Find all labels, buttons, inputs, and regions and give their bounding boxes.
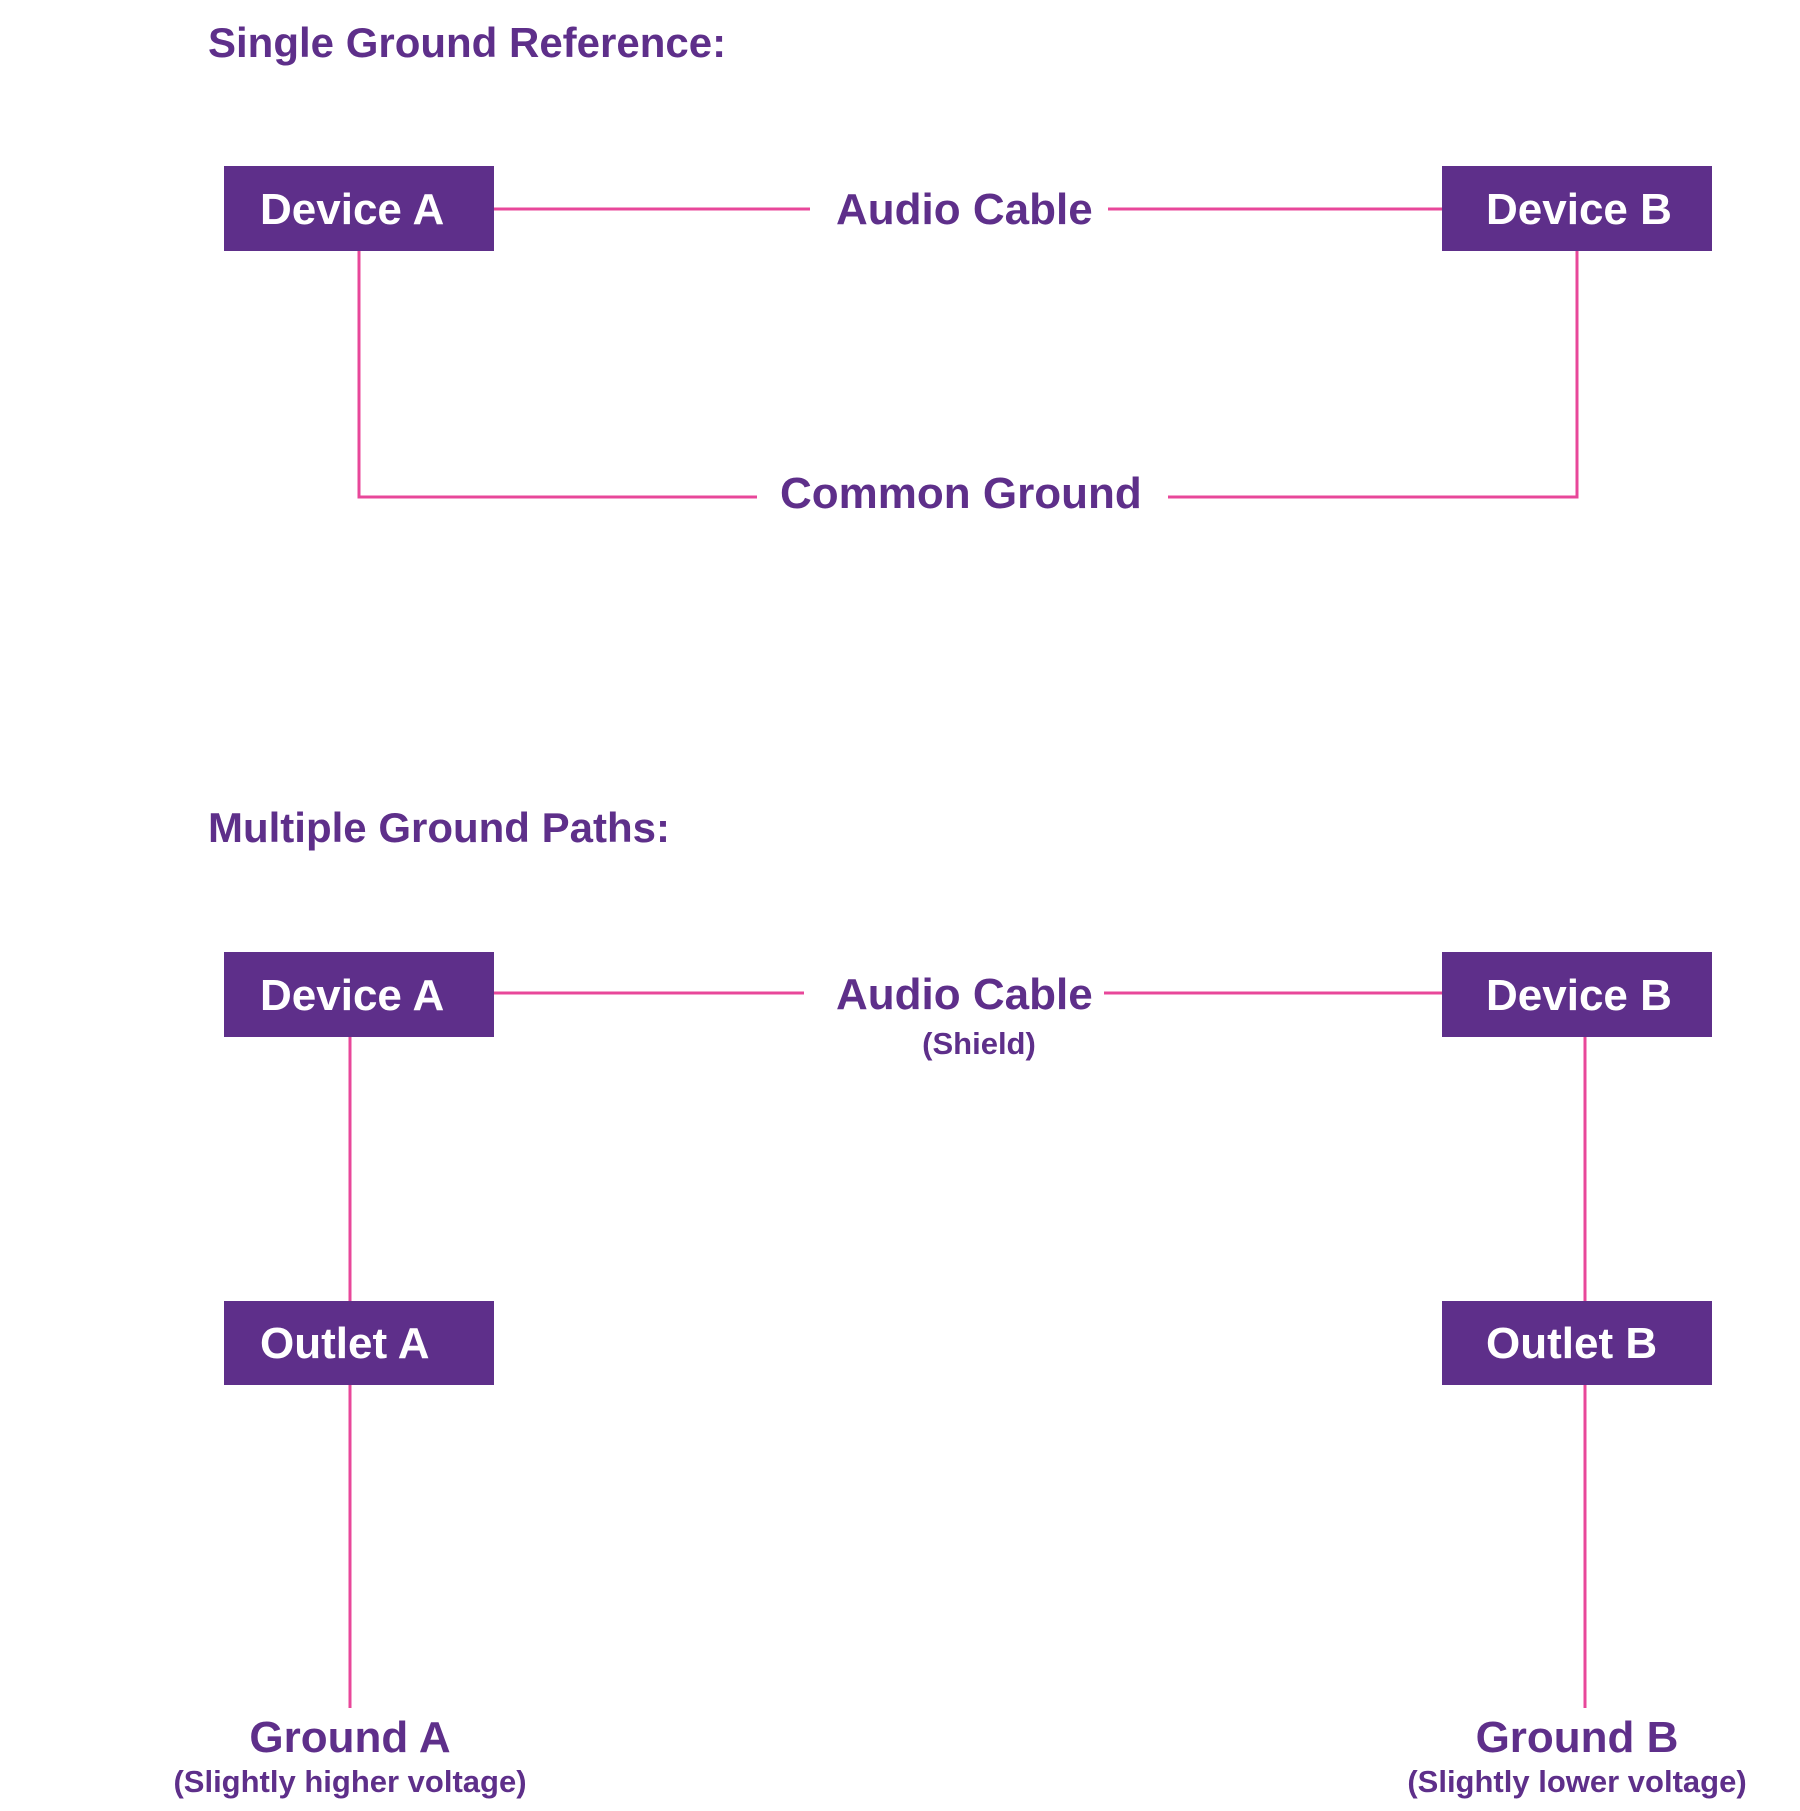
single-audio-cable-label: Audio Cable: [836, 185, 1093, 234]
outlet-b-label: Outlet B: [1486, 1319, 1657, 1368]
ground-b-label: Ground B: [1476, 1713, 1679, 1762]
common-ground-label: Common Ground: [780, 469, 1142, 518]
shield-label: (Shield): [922, 1026, 1036, 1061]
outlet-a-rect: [224, 1301, 494, 1385]
outlet-a-box: Outlet A: [224, 1301, 494, 1385]
outlet-b-box: Outlet B: [1442, 1301, 1712, 1385]
multi-device-a-label: Device A: [260, 971, 444, 1020]
ground-b-voltage-note: (Slightly lower voltage): [1407, 1764, 1746, 1799]
single-ground-line-left: [357, 251, 757, 499]
single-device-a-box: Device A: [224, 166, 494, 251]
single-device-a-rect: [224, 166, 494, 251]
multi-device-b-box: Device B: [1442, 952, 1712, 1037]
single-device-b-label: Device B: [1486, 185, 1672, 234]
multi-device-b-rect: [1442, 952, 1712, 1037]
single-ground-title: Single Ground Reference:: [208, 19, 726, 66]
outlet-a-label: Outlet A: [260, 1319, 429, 1368]
single-ground-section: Single Ground Reference: Device A Device…: [208, 19, 1712, 518]
ground-a-voltage-note: (Slightly higher voltage): [173, 1764, 526, 1799]
single-ground-line-right: [1168, 251, 1579, 499]
outlet-b-rect: [1442, 1301, 1712, 1385]
ground-a-label: Ground A: [249, 1713, 450, 1762]
multi-device-a-rect: [224, 952, 494, 1037]
multi-audio-cable-label: Audio Cable: [836, 970, 1093, 1019]
multi-device-b-label: Device B: [1486, 971, 1672, 1020]
single-device-a-label: Device A: [260, 185, 444, 234]
multi-device-a-box: Device A: [224, 952, 494, 1037]
multiple-ground-title: Multiple Ground Paths:: [208, 804, 670, 851]
single-device-b-rect: [1442, 166, 1712, 251]
multiple-ground-section: Multiple Ground Paths: Device A Device B…: [173, 804, 1746, 1799]
single-device-b-box: Device B: [1442, 166, 1712, 251]
